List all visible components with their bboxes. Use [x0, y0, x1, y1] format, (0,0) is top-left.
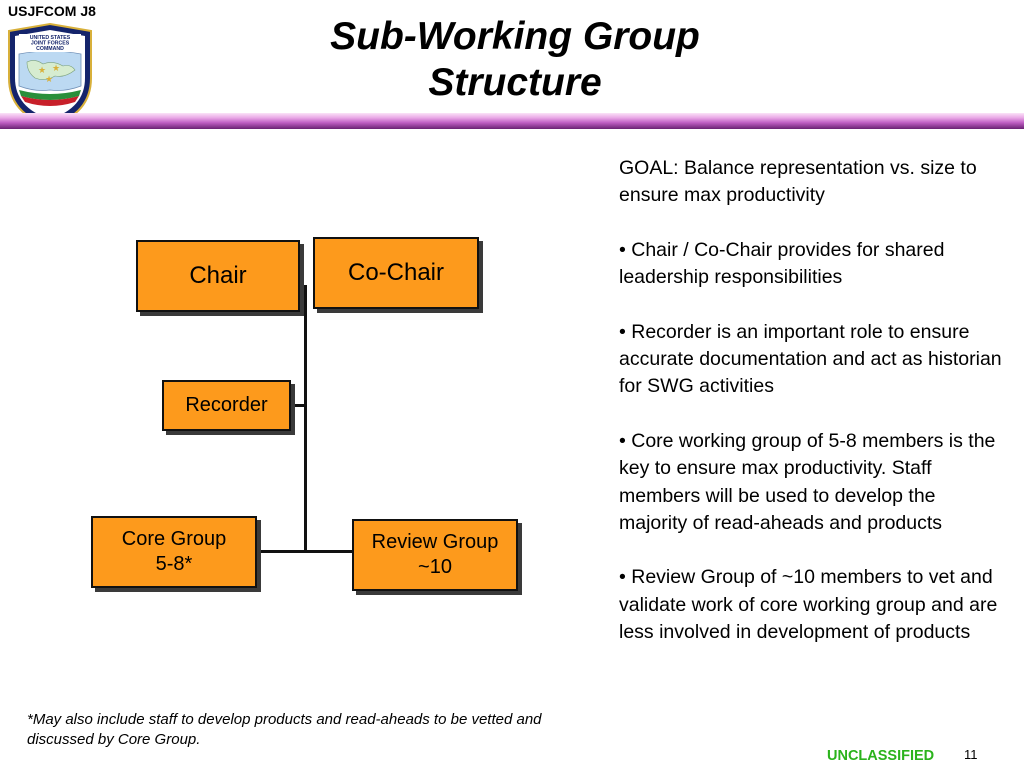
svg-text:JOINT FORCES: JOINT FORCES — [31, 41, 70, 47]
notes-panel: GOAL: Balance representation vs. size to… — [619, 155, 1009, 674]
slide-title-line-2: Structure — [428, 61, 602, 104]
connector-recorder — [290, 404, 306, 407]
classification-marking: UNCLASSIFIED — [827, 748, 935, 764]
bullet-core-group: • Core working group of 5-8 members is t… — [619, 429, 996, 534]
bullet-chair: • Chair / Co-Chair provides for shared l… — [619, 238, 945, 289]
cochair-box: Co-Chair — [313, 237, 479, 309]
title-divider-bar — [0, 113, 1024, 129]
core-group-size: 5-8* — [155, 553, 193, 575]
core-group-box: Core Group 5-8* — [91, 516, 257, 588]
svg-text:★: ★ — [38, 65, 46, 75]
svg-text:COMMAND: COMMAND — [36, 46, 64, 52]
cochair-label: Co-Chair — [347, 259, 445, 286]
footnote: *May also include staff to develop produ… — [27, 711, 542, 748]
goal-text: GOAL: Balance representation vs. size to… — [619, 157, 977, 207]
connector-core-group — [255, 550, 306, 553]
recorder-label: Recorder — [185, 394, 268, 416]
bullet-recorder: • Recorder is an important role to ensur… — [619, 320, 1002, 398]
slide-title-line-1: Sub-Working Group — [330, 15, 700, 58]
org-label: USJFCOM J8 — [8, 3, 96, 19]
usjfcom-seal-logo: ★ ★ ★ UNITED STATES JOINT FORCES COMMAND… — [8, 22, 92, 128]
core-group-label: Core Group — [121, 528, 227, 550]
review-group-box: Review Group ~10 — [352, 519, 518, 591]
connector-review-group — [305, 550, 355, 553]
recorder-box: Recorder — [162, 380, 291, 431]
connector-spine — [304, 285, 307, 553]
chair-box: Chair — [136, 240, 300, 312]
svg-text:UNITED STATES: UNITED STATES — [30, 35, 71, 41]
chair-label: Chair — [189, 262, 247, 289]
review-group-size: ~10 — [418, 556, 452, 578]
svg-text:★: ★ — [52, 63, 60, 73]
page-number: 11 — [964, 747, 978, 762]
bullet-review-group: • Review Group of ~10 members to vet and… — [619, 566, 998, 644]
svg-text:★: ★ — [45, 74, 53, 84]
slide-title: Sub-Working Group Structure — [260, 14, 770, 106]
review-group-label: Review Group — [371, 531, 499, 553]
